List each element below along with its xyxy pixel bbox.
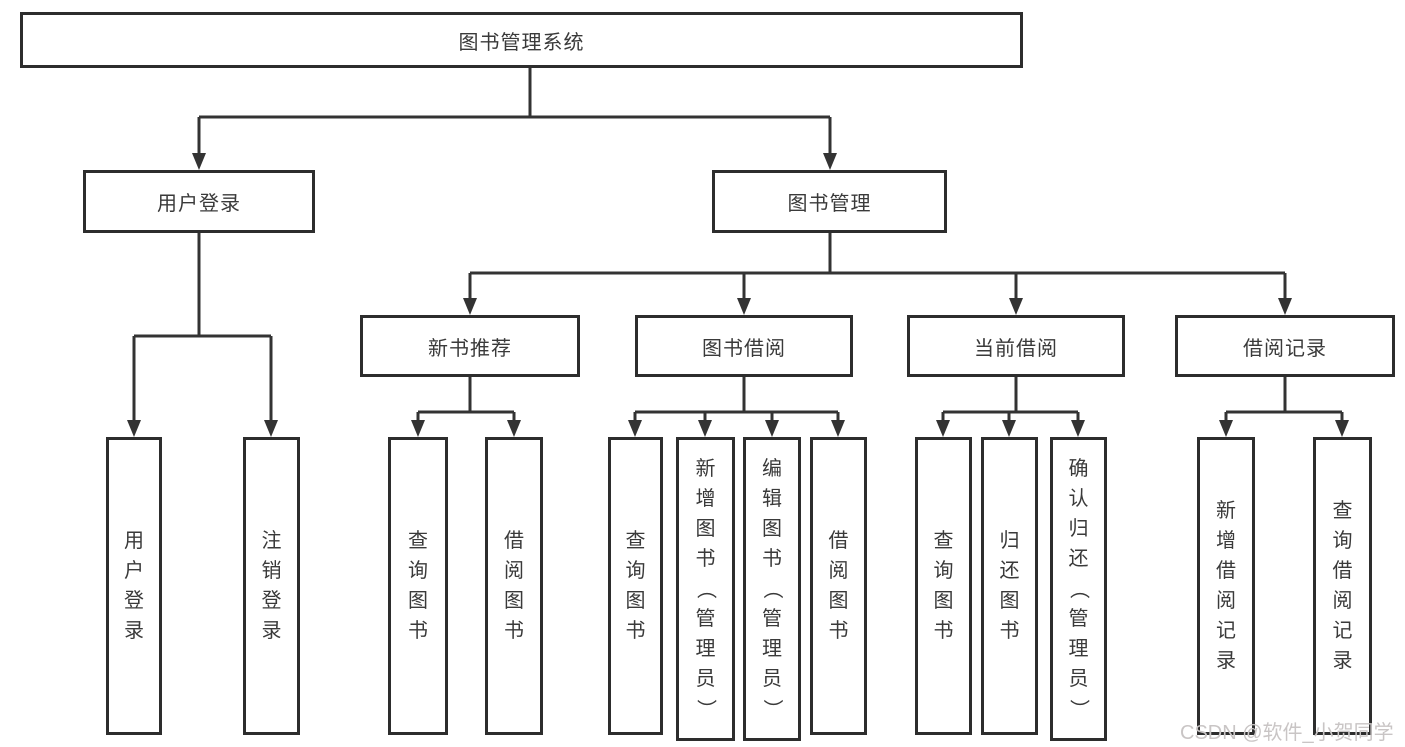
leaf-query-books-3: 查询图书	[915, 437, 972, 735]
node-book-management: 图书管理	[712, 170, 947, 233]
leaf-label: 编辑图书（管理员）	[761, 458, 783, 719]
leaf-label: 查询借阅记录	[1332, 500, 1353, 672]
leaf-confirm-return-admin: 确认归还（管理员）	[1050, 437, 1107, 741]
node-new-book-recommend: 新书推荐	[360, 315, 580, 377]
leaf-borrow-books-2: 借阅图书	[810, 437, 867, 735]
node-user-login: 用户登录	[83, 170, 315, 233]
leaf-borrow-books-1: 借阅图书	[485, 437, 543, 735]
leaf-label: 注销登录	[261, 530, 282, 642]
node-borrow-records: 借阅记录	[1175, 315, 1395, 377]
leaf-query-books-1: 查询图书	[388, 437, 448, 735]
node-label: 用户登录	[157, 193, 241, 215]
leaf-logout: 注销登录	[243, 437, 300, 735]
leaf-label: 新增借阅记录	[1216, 500, 1236, 672]
leaf-label: 借阅图书	[828, 530, 849, 642]
node-book-borrow: 图书借阅	[635, 315, 853, 377]
node-label: 当前借阅	[974, 337, 1058, 360]
leaf-add-borrow-record: 新增借阅记录	[1197, 437, 1255, 735]
node-label: 图书管理系统	[458, 31, 585, 54]
leaf-label: 查询图书	[933, 530, 954, 642]
node-label: 新书推荐	[428, 337, 512, 360]
leaf-query-books-2: 查询图书	[608, 437, 663, 735]
leaf-query-borrow-record: 查询借阅记录	[1313, 437, 1372, 735]
leaf-return-books: 归还图书	[981, 437, 1038, 735]
leaf-user-login: 用户登录	[106, 437, 162, 735]
leaf-label: 新增图书（管理员）	[694, 458, 717, 719]
watermark: CSDN @软件_小贺同学	[1180, 722, 1394, 744]
leaf-add-books-admin: 新增图书（管理员）	[676, 437, 735, 741]
node-root: 图书管理系统	[20, 12, 1023, 68]
leaf-label: 查询图书	[625, 530, 646, 642]
leaf-edit-books-admin: 编辑图书（管理员）	[743, 437, 801, 741]
node-current-borrow: 当前借阅	[907, 315, 1125, 377]
leaf-label: 查询图书	[408, 530, 428, 642]
leaf-label: 用户登录	[124, 530, 144, 642]
leaf-label: 借阅图书	[504, 530, 524, 642]
leaf-label: 归还图书	[999, 530, 1020, 642]
leaf-label: 确认归还（管理员）	[1067, 458, 1090, 719]
node-label: 图书管理	[787, 193, 872, 215]
node-label: 图书借阅	[702, 337, 786, 360]
node-label: 借阅记录	[1243, 337, 1327, 360]
